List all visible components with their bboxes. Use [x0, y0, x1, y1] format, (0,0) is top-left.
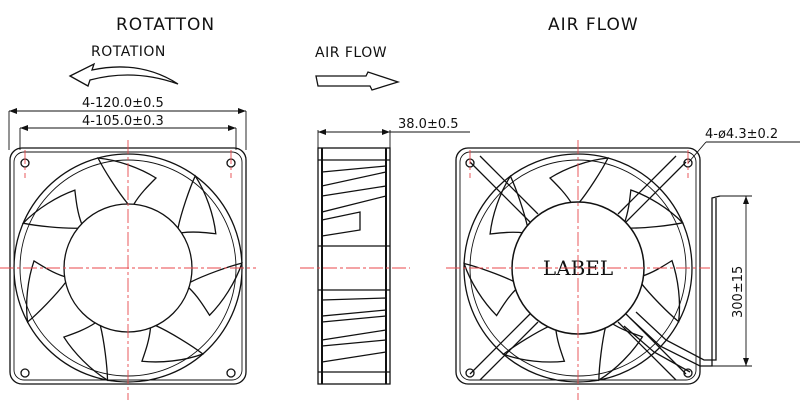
front-view: 4-120.0±0.5 4-105.0±0.3: [0, 96, 256, 400]
rear-blades: [463, 157, 693, 381]
side-view: 38.0±0.5: [300, 117, 470, 385]
dimension-lead-length: [712, 195, 752, 367]
rotation-arrow-icon: [68, 62, 179, 87]
lead-length-dim-label: 300±15: [731, 266, 746, 318]
rear-view: LABEL 4-ø4.3±0.2 300±15: [446, 127, 800, 400]
airflow-top-title: AIR FLOW: [548, 15, 639, 35]
outer-width-dim-label: 4-120.0±0.5: [82, 96, 164, 111]
dimension-hole-pitch: [19, 125, 237, 150]
airflow-side-title: AIR FLOW: [315, 45, 387, 61]
airflow-arrow-icon: [315, 71, 401, 91]
front-blades: [13, 157, 243, 381]
hole-dia-dim-label: 4-ø4.3±0.2: [705, 127, 778, 142]
rotation-title: ROTATION: [91, 44, 166, 60]
hole-pitch-dim-label: 4-105.0±0.3: [82, 114, 164, 129]
hole-dia-leader: [687, 141, 800, 164]
depth-dim-label: 38.0±0.5: [398, 117, 459, 132]
lead-wire: [623, 195, 721, 373]
dimension-depth: [317, 129, 470, 150]
rotation-top-title: ROTATTON: [116, 15, 215, 35]
side-blades: [321, 165, 387, 363]
dimension-outer-width: [8, 108, 247, 150]
side-frame: [317, 147, 391, 385]
